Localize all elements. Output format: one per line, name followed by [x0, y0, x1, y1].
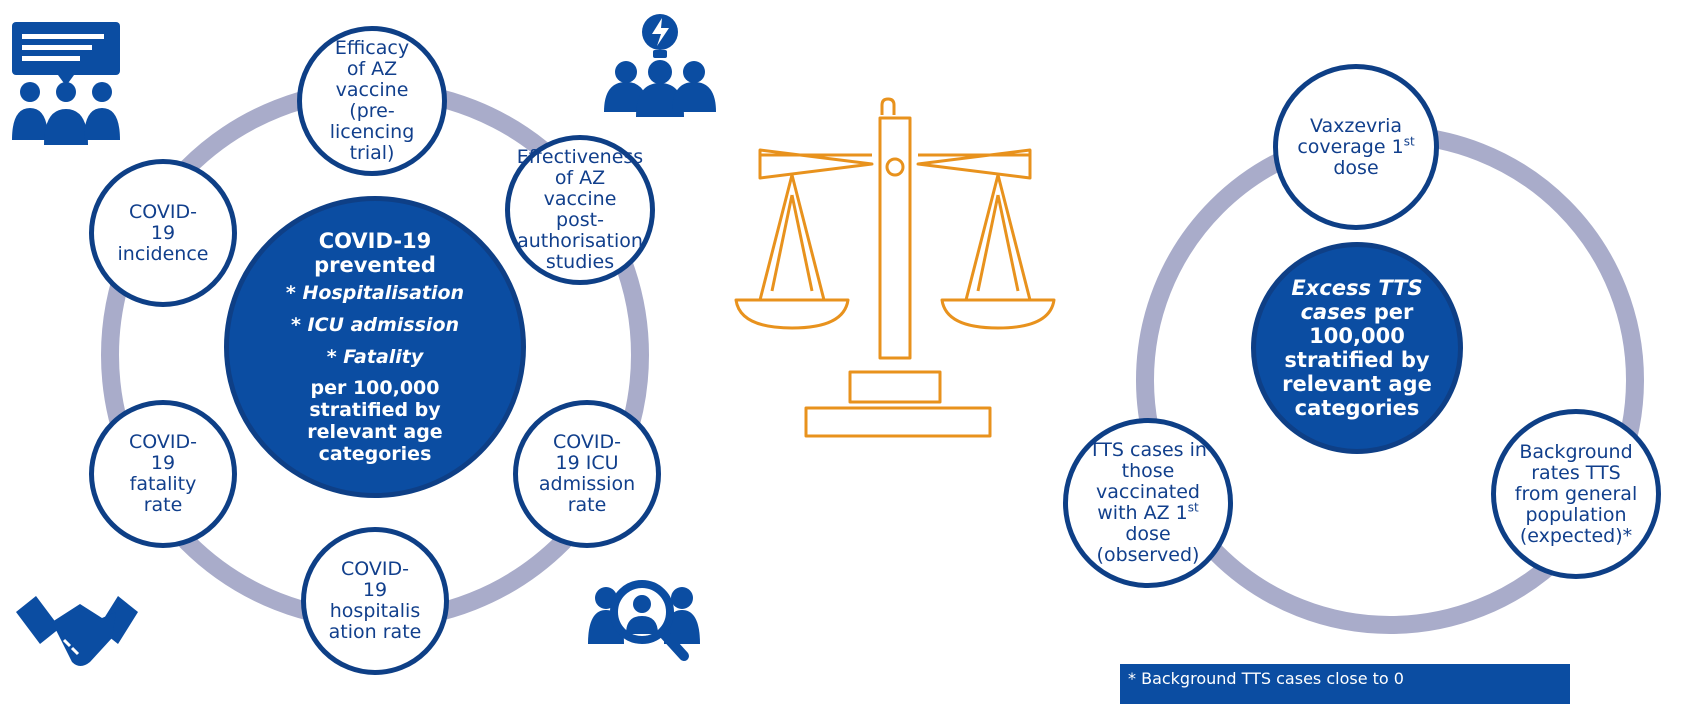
center-item-fatality: * Fatality: [326, 346, 424, 368]
node-line: of AZ: [346, 58, 398, 80]
chat-group-icon: [12, 22, 120, 145]
node-line: 19: [150, 452, 176, 474]
node-line: 19 ICU: [555, 452, 619, 474]
node-line: COVID-: [129, 200, 197, 223]
node-background-rates: Background rates TTS from general popula…: [1491, 409, 1661, 579]
node-line: ation rate: [328, 621, 422, 643]
node-line: 19: [150, 221, 176, 244]
node-line: 19: [362, 579, 388, 601]
node-line: COVID-: [129, 431, 197, 453]
node-fatality-rate: COVID- 19 fatality rate: [89, 400, 237, 548]
center-item-icu: * ICU admission: [290, 314, 460, 336]
handshake-icon: [16, 596, 138, 666]
center-excess-tts: Excess TTS cases per 100,000 stratified …: [1251, 242, 1463, 454]
node-icu-rate: COVID- 19 ICU admission rate: [513, 400, 661, 548]
node-line: with AZ 1st: [1097, 500, 1199, 524]
node-line: rate: [567, 494, 607, 516]
idea-group-icon: [604, 14, 716, 117]
node-line: Efficacy: [334, 37, 410, 59]
center-sub: per 100,000 stratified by relevant age c…: [307, 377, 443, 465]
node-efficacy: Efficacy of AZ vaccine (pre- licencing t…: [297, 26, 447, 176]
balance-scale-icon: [734, 97, 1056, 438]
node-line: COVID-: [341, 558, 409, 580]
center-item-hospitalisation: * Hospitalisation: [285, 282, 465, 304]
node-hospitalisation-rate: COVID- 19 hospitalis ation rate: [301, 527, 449, 675]
node-line: vaccinated: [1096, 481, 1200, 503]
node-line: fatality: [129, 473, 197, 495]
node-line: authorisation: [517, 230, 643, 252]
node-line: (observed): [1096, 544, 1200, 566]
node-line: TTS cases in: [1089, 439, 1207, 461]
node-effectiveness: Effectiveness of AZ vaccine post- author…: [505, 135, 655, 285]
node-line: rates TTS: [1531, 461, 1621, 484]
node-line: dose: [1125, 523, 1171, 545]
node-line: COVID-: [553, 431, 621, 453]
center-covid-prevented: COVID-19 prevented * Hospitalisation * I…: [224, 196, 526, 498]
node-line: (expected)*: [1519, 524, 1633, 547]
node-line: those: [1121, 460, 1175, 482]
node-line: Background: [1519, 440, 1633, 463]
node-vaxzevria-coverage: Vaxzevria coverage 1st dose: [1273, 64, 1439, 230]
node-line: admission: [538, 473, 636, 495]
center-title: COVID-19 prevented: [314, 229, 436, 277]
node-incidence: COVID- 19 incidence: [89, 159, 237, 307]
node-line: population: [1525, 503, 1627, 526]
node-line: post-: [556, 209, 604, 231]
search-group-icon: [588, 580, 700, 661]
node-tts-observed: TTS cases in those vaccinated with AZ 1s…: [1063, 418, 1233, 588]
node-line: trial): [349, 142, 395, 164]
footnote-box: * Background TTS cases close to 0: [1120, 664, 1570, 704]
node-line: of AZ: [554, 167, 606, 189]
center-excess-text: Excess TTS cases per 100,000 stratified …: [1282, 276, 1432, 420]
node-line: Vaxzevria: [1309, 114, 1403, 137]
node-line: rate: [143, 494, 183, 516]
node-line: dose: [1333, 156, 1379, 179]
node-line: vaccine: [335, 79, 409, 101]
node-line: vaccine: [543, 188, 617, 210]
node-line: from general: [1514, 482, 1638, 505]
node-line: Effectiveness: [516, 146, 644, 168]
node-line: (pre-: [349, 100, 395, 122]
node-line: coverage 1st: [1297, 134, 1415, 158]
node-line: licencing: [329, 121, 415, 143]
node-line: hospitalis: [329, 600, 421, 622]
node-line: incidence: [117, 242, 209, 265]
node-line: studies: [545, 251, 615, 273]
